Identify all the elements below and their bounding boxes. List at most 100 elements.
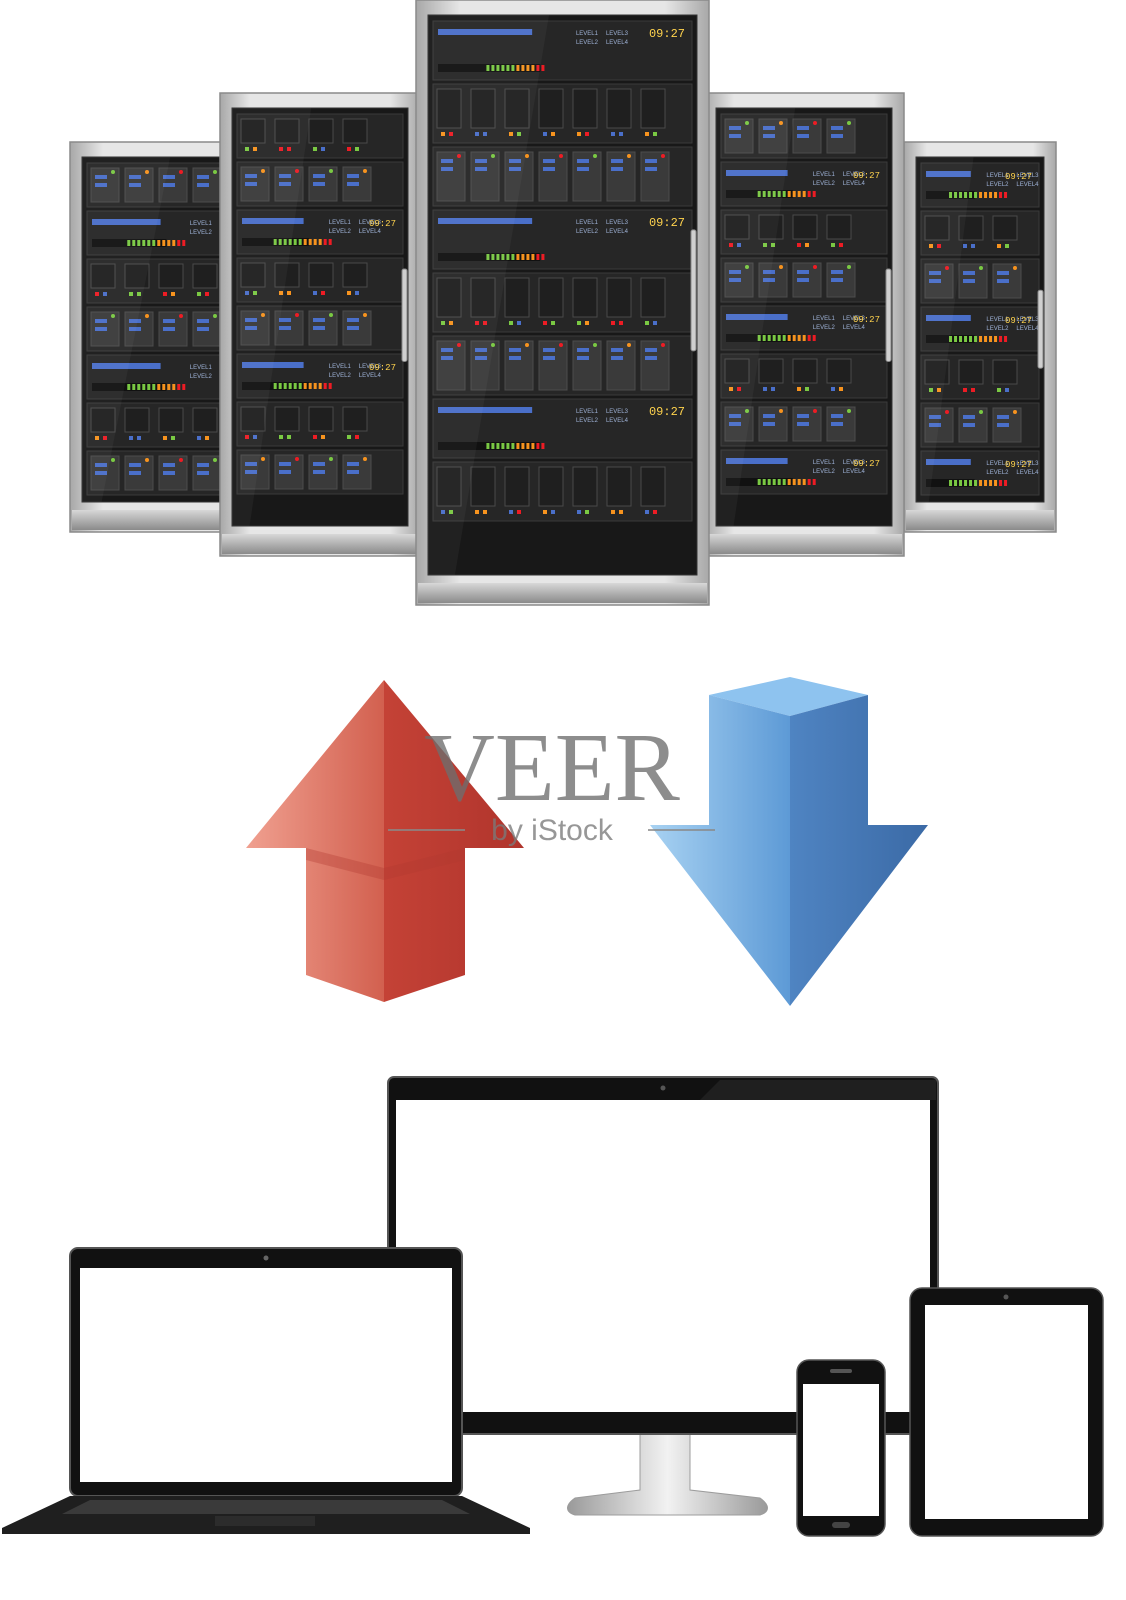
level-label: LEVEL3	[1016, 317, 1039, 323]
level-label: LEVEL1	[329, 220, 352, 226]
level-label: LEVEL2	[986, 182, 1009, 188]
laptop-keyboard	[62, 1500, 470, 1514]
level-label: LEVEL2	[576, 418, 599, 424]
level-label: LEVEL1	[813, 316, 836, 322]
server-rack-left: LEVEL1LEVEL2LEVEL3LEVEL409:27LEVEL1LEVEL…	[219, 92, 421, 557]
rack-unit	[432, 461, 693, 522]
level-label: LEVEL2	[986, 326, 1009, 332]
rack-unit	[432, 272, 693, 333]
level-label: LEVEL2	[813, 325, 836, 331]
level-label: LEVEL4	[359, 229, 382, 235]
level-label: LEVEL1	[576, 409, 599, 415]
rack-unit	[920, 354, 1040, 400]
rack-clock: 09:27	[369, 219, 396, 229]
level-label: LEVEL4	[359, 373, 382, 379]
rack-clock: 09:27	[853, 459, 880, 469]
rack-clock: 09:27	[1005, 460, 1032, 470]
rack-unit	[236, 401, 404, 447]
level-label: LEVEL2	[986, 470, 1009, 476]
rack-unit	[236, 113, 404, 159]
server-rack-center: LEVEL1LEVEL2LEVEL3LEVEL409:27LEVEL1LEVEL…	[415, 0, 710, 606]
smartphone-icon	[796, 1359, 886, 1537]
rack-clock: 09:27	[649, 27, 685, 41]
level-label: LEVEL1	[190, 365, 213, 371]
level-label: LEVEL2	[329, 373, 352, 379]
rack-clock: 09:27	[649, 216, 685, 230]
watermark: VEER by iStock	[388, 714, 715, 847]
rack-unit	[236, 449, 404, 495]
laptop-trackpad	[215, 1516, 315, 1526]
level-label: LEVEL3	[359, 364, 382, 370]
rack-unit	[432, 83, 693, 144]
monitor-icon	[387, 1076, 939, 1516]
server-rack-far-right: LEVEL1LEVEL2LEVEL3LEVEL409:27LEVEL1LEVEL…	[903, 141, 1057, 533]
download-arrow-icon	[650, 677, 928, 1006]
rack-clock: 09:27	[1005, 316, 1032, 326]
level-label: LEVEL3	[1016, 461, 1039, 467]
rack-unit	[432, 335, 693, 396]
smartphone-screen	[803, 1384, 879, 1516]
rack-clock: 09:27	[369, 363, 396, 373]
rack-clock: 09:27	[853, 171, 880, 181]
rack-unit	[432, 146, 693, 207]
monitor-camera	[660, 1085, 666, 1091]
level-label: LEVEL1	[813, 172, 836, 178]
level-label: LEVEL3	[843, 316, 866, 322]
level-label: LEVEL1	[986, 461, 1009, 467]
rack-unit	[720, 209, 888, 255]
rack-clock: 09:27	[1005, 172, 1032, 182]
tablet-screen	[925, 1305, 1088, 1519]
level-label: LEVEL4	[606, 418, 629, 424]
rack-unit	[720, 401, 888, 447]
level-label: LEVEL3	[606, 409, 629, 415]
level-label: LEVEL2	[576, 229, 599, 235]
server-racks: LEVEL1LEVEL2LEVEL3LEVEL409:27LEVEL1LEVEL…	[69, 0, 1057, 606]
level-label: LEVEL2	[813, 469, 836, 475]
level-label: LEVEL4	[843, 325, 866, 331]
rack-unit	[236, 161, 404, 207]
level-label: LEVEL3	[359, 220, 382, 226]
level-label: LEVEL4	[843, 469, 866, 475]
server-rack-right: LEVEL1LEVEL2LEVEL3LEVEL409:27LEVEL1LEVEL…	[703, 92, 905, 557]
rack-unit	[720, 353, 888, 399]
rack-unit	[920, 258, 1040, 304]
level-label: LEVEL1	[813, 460, 836, 466]
rack-unit	[236, 257, 404, 303]
level-label: LEVEL2	[813, 181, 836, 187]
rack-unit	[236, 305, 404, 351]
laptop-camera	[263, 1255, 269, 1261]
level-label: LEVEL2	[190, 374, 213, 380]
level-label: LEVEL4	[843, 181, 866, 187]
level-label: LEVEL4	[606, 229, 629, 235]
rack-clock: 09:27	[853, 315, 880, 325]
watermark-subtitle: by iStock	[491, 814, 614, 847]
tablet-icon	[909, 1287, 1104, 1537]
level-label: LEVEL1	[986, 173, 1009, 179]
watermark-title: VEER	[424, 714, 680, 822]
level-label: LEVEL2	[190, 230, 213, 236]
level-label: LEVEL2	[576, 40, 599, 46]
upload-arrow-icon	[246, 680, 524, 1002]
level-label: LEVEL1	[329, 364, 352, 370]
level-label: LEVEL4	[1016, 326, 1039, 332]
level-label: LEVEL3	[843, 460, 866, 466]
rack-unit	[920, 402, 1040, 448]
level-label: LEVEL3	[843, 172, 866, 178]
laptop-screen	[80, 1268, 452, 1482]
rack-unit	[720, 113, 888, 159]
rack-clock: 09:27	[649, 405, 685, 419]
level-label: LEVEL1	[576, 31, 599, 37]
rack-unit	[920, 210, 1040, 256]
level-label: LEVEL4	[606, 40, 629, 46]
level-label: LEVEL1	[986, 317, 1009, 323]
